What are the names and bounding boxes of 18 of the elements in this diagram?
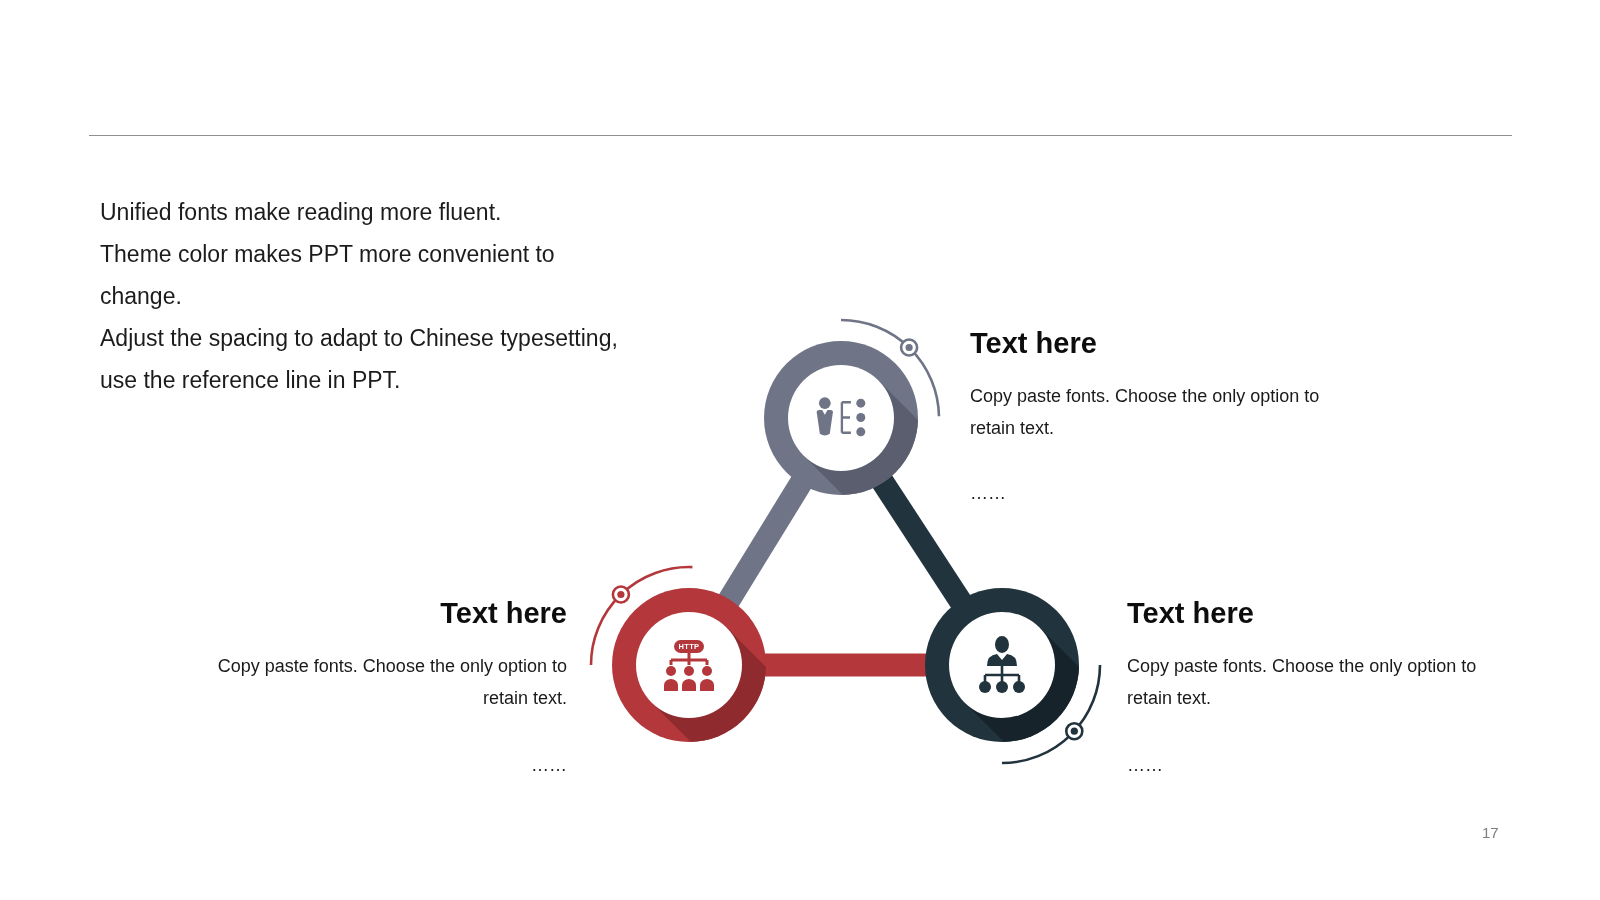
heading: Text here [1127,596,1255,631]
connector-bar [872,474,971,609]
connector-bar [764,653,927,677]
ellipsis-text: …… [970,482,1007,505]
heading: Text here [439,596,567,631]
body-text: Copy paste fonts. Choose the only option to retain text. [1127,655,1478,710]
heading: Text here [970,326,1098,361]
ellipsis-text: …… [1127,754,1164,777]
ellipsis-text: …… [530,754,567,777]
intro-text: Theme color makes PPT more convenient to change. [100,240,556,311]
ring-circle [612,588,766,742]
body-text: Copy paste fonts. Choose the only option to retain text. [216,655,567,710]
connector-bar [718,476,812,607]
intro-text: Unified fonts make reading more fluent. [100,198,503,227]
ring-circle [925,588,1079,742]
page-number: 17 [1482,824,1500,842]
body-text: Copy paste fonts. Choose the only option to retain text. [970,385,1321,440]
intro-text: Adjust the spacing to adapt to Chinese typesetting, use the reference line in PPT. [100,324,619,395]
